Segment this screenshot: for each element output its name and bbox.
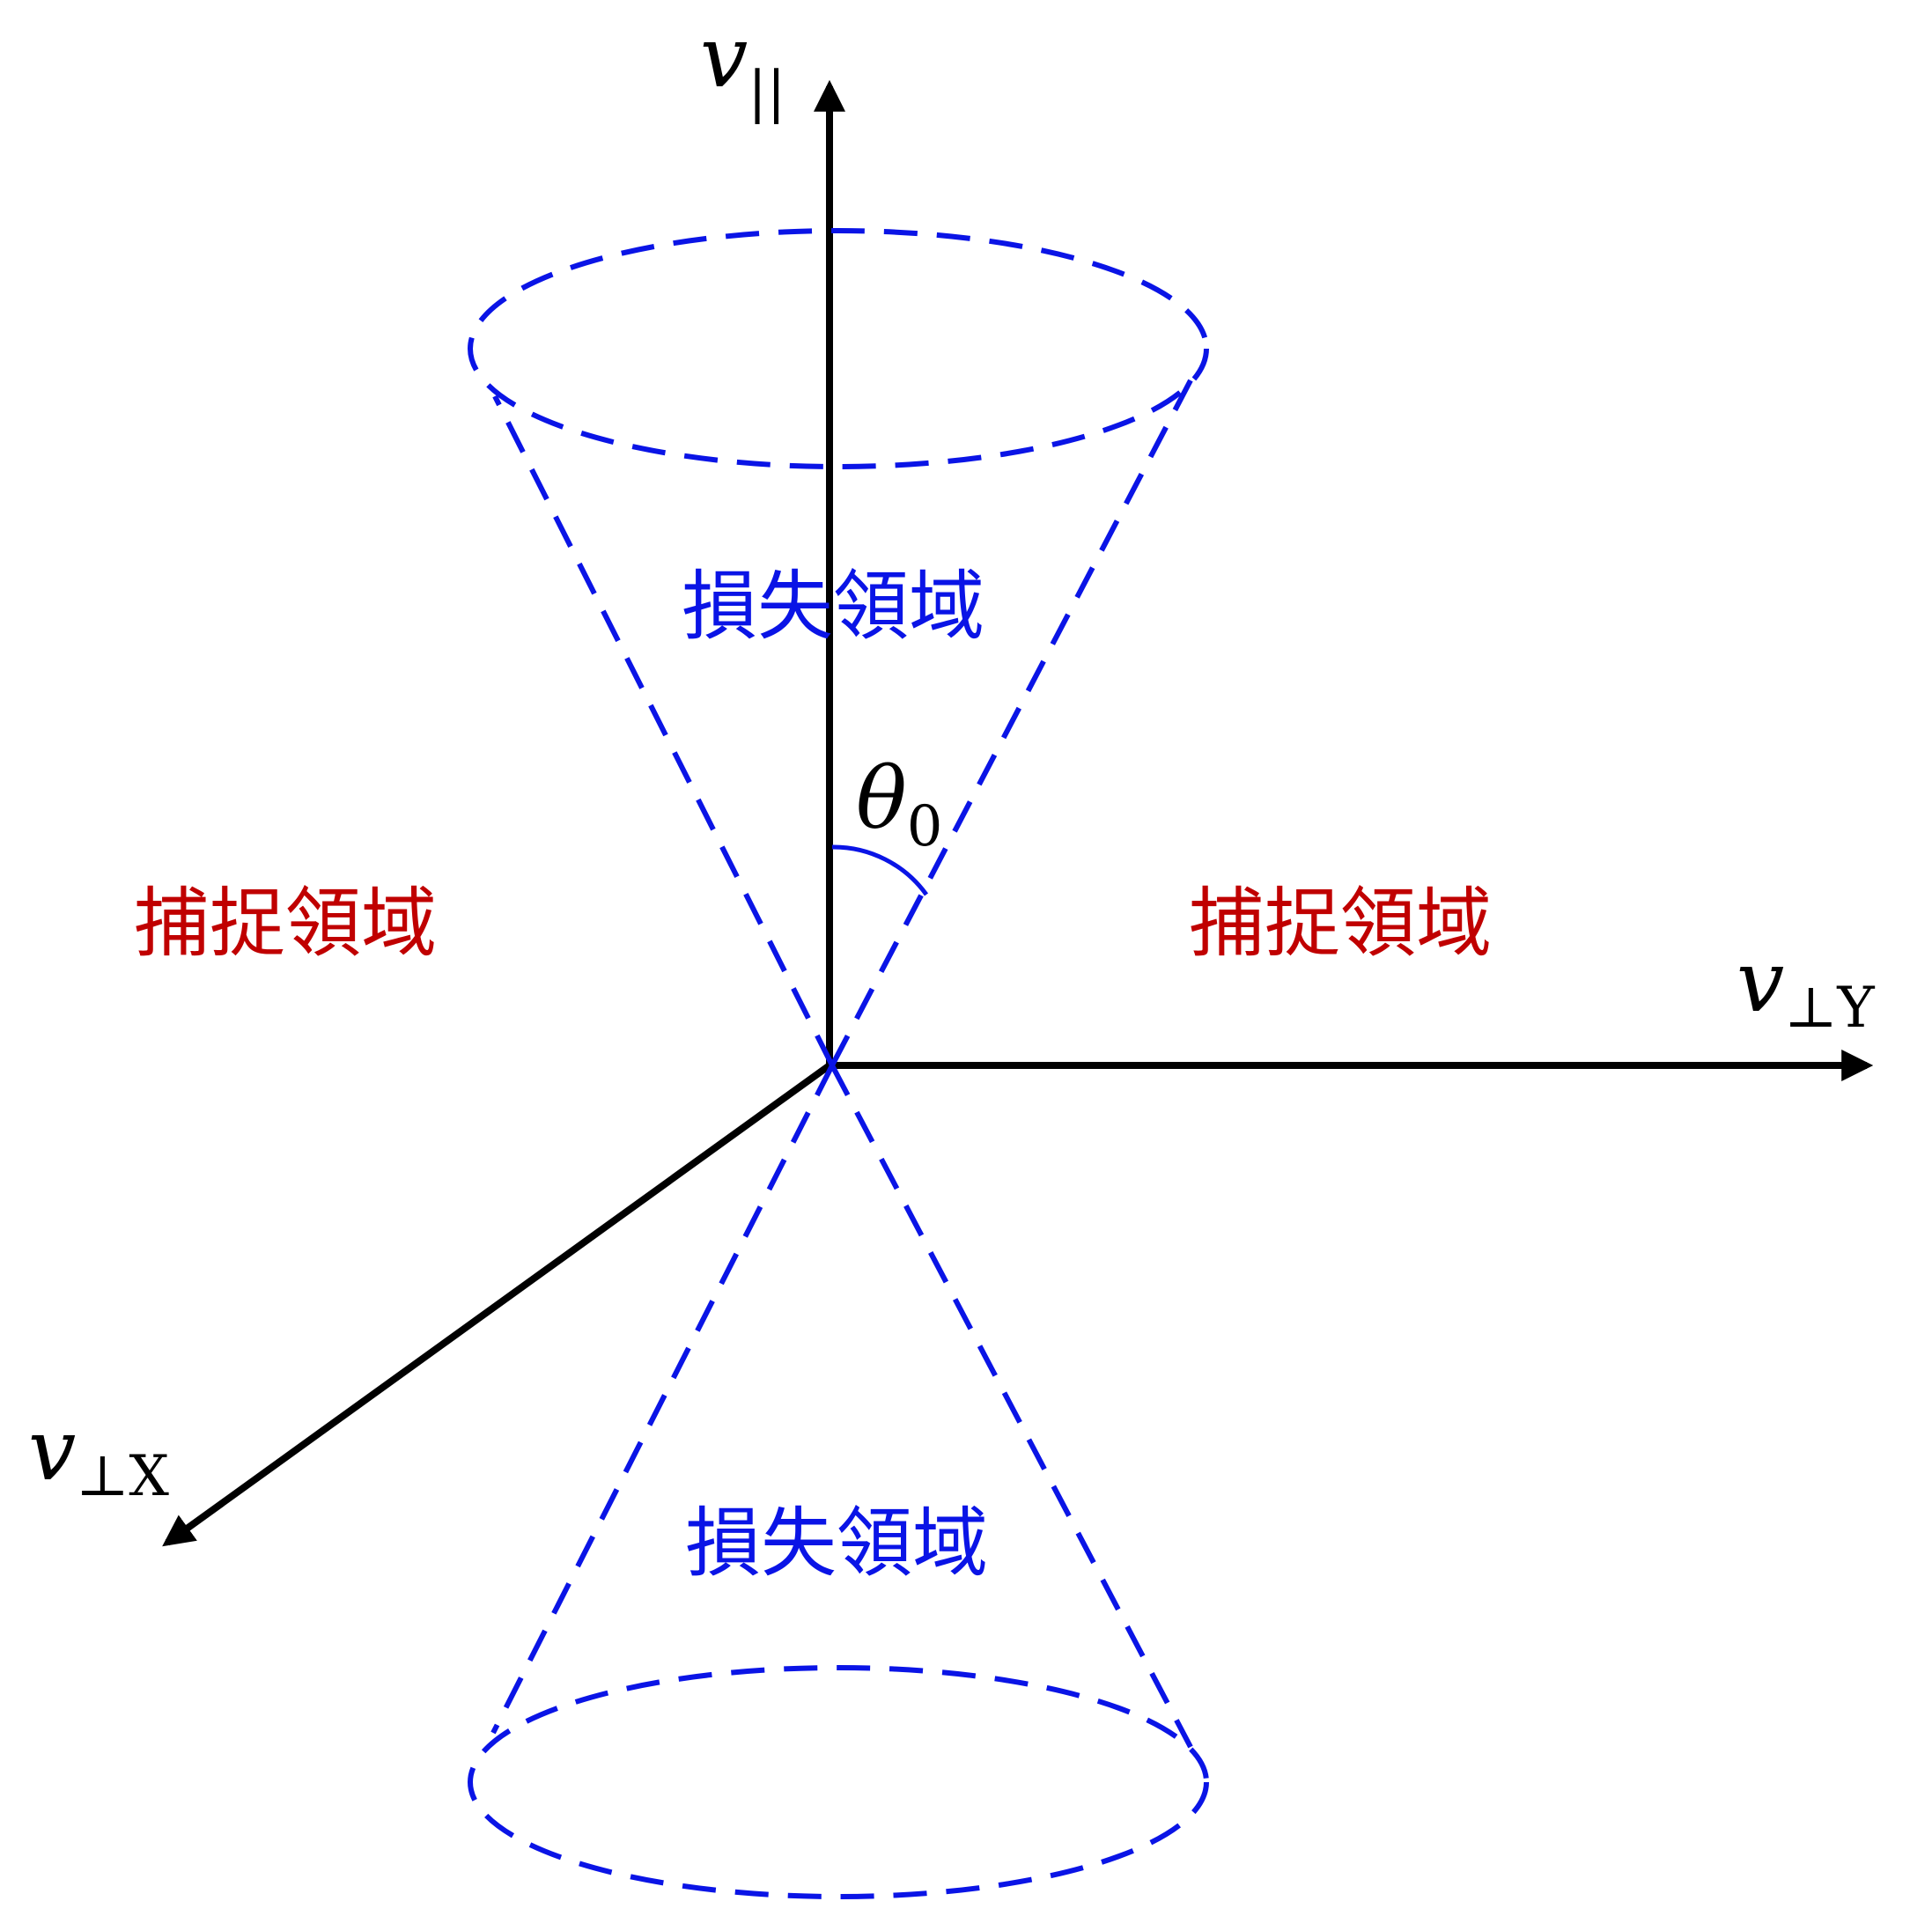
lower-cone-rim [468, 1665, 1209, 1899]
upper-cone-left-edge [492, 394, 835, 1067]
theta-angle-arc [831, 844, 929, 896]
v-parallel-label: v|| [700, 8, 785, 125]
lower-cone-left-edge [490, 1064, 835, 1735]
trapped-region-right-label: 捕捉領域 [1189, 880, 1492, 968]
trapped-region-left-label: 捕捉領域 [134, 880, 437, 968]
v-perp-x-axis [162, 1062, 832, 1547]
loss-region-lower-label: 損失領域 [685, 1500, 988, 1588]
loss-region-upper-label: 損失領域 [682, 563, 984, 651]
lower-cone-right-edge [830, 1064, 1193, 1749]
v-perp-x-label: v⊥X [28, 1401, 169, 1509]
v-perp-y-label: v⊥Y [1737, 932, 1875, 1041]
upper-cone-rim [468, 228, 1209, 469]
theta-zero-label: θ0 [856, 749, 943, 859]
upper-cone-right-edge [830, 379, 1193, 1067]
